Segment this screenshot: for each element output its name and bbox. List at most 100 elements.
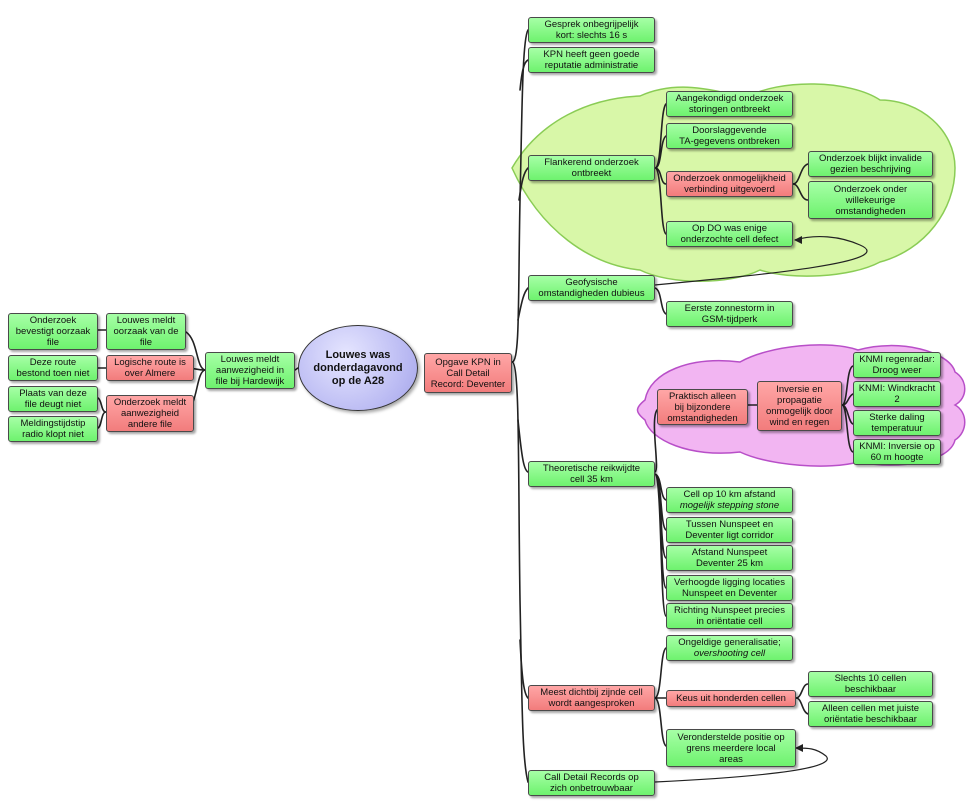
node-text-line: mogelijk stepping stone xyxy=(679,500,780,511)
node-text-line: Onderzoek onder xyxy=(833,183,908,195)
link-n35-n37 xyxy=(795,697,809,715)
node-text-line: Slechts 10 cellen xyxy=(834,673,907,684)
node-keus-honderden[interactable]: Keus uit honderden cellen xyxy=(666,690,796,707)
arrow-head-n38 xyxy=(795,744,803,752)
node-text-line: bij bijzondere xyxy=(674,401,731,413)
central-topic-line: op de A28 xyxy=(331,374,385,387)
node-text-line: Opgave KPN in xyxy=(435,356,501,368)
node-text-line: Onderzoek meldt xyxy=(113,397,187,408)
node-text-line: storingen ontbreekt xyxy=(688,104,771,115)
node-text-line: gezien beschrijving xyxy=(830,164,911,175)
node-text-line: omstandigheden dubieus xyxy=(538,288,645,299)
node-text-line: Louwes meldt xyxy=(220,354,280,365)
node-text-line: beschikbaar xyxy=(844,684,897,695)
node-text-line: Aangekondigd onderzoek xyxy=(675,93,784,104)
node-text-line: 2 xyxy=(894,394,900,405)
node-text-line: kort: slechts 16 s xyxy=(555,30,628,41)
link-n27-n22 xyxy=(653,409,658,473)
node-text-line: Praktisch alleen xyxy=(668,390,737,402)
node-text-line: zich onbetrouwbaar xyxy=(550,783,633,794)
crosslink-n19-n18 xyxy=(654,236,868,286)
node-text-line: Afstand Nunspeet xyxy=(691,547,768,558)
node-text-line: Plaats van deze xyxy=(19,388,87,399)
link-n15-n17 xyxy=(792,183,809,201)
node-text-line: Inversie en xyxy=(776,384,823,395)
node-text-line: 60 m hoogte xyxy=(870,452,924,463)
node-text-line: Onderzoek onmogelijkheid xyxy=(673,173,786,184)
node-text-line: Deze route xyxy=(29,357,77,368)
central-topic-line: Louwes was xyxy=(325,348,391,361)
node-ongeldige-generalisatie[interactable]: Ongeldige generalisatie;overshooting cel… xyxy=(666,635,793,661)
node-text-line: TA-gegevens ontbreken xyxy=(679,136,780,147)
node-text-line: radio klopt niet xyxy=(22,429,84,440)
link-trunk-n19 xyxy=(517,287,529,321)
link-n6-n5 xyxy=(97,397,107,413)
node-text-line: Flankerend onderzoek xyxy=(544,157,639,168)
link-n9-trunk-down xyxy=(511,361,529,783)
node-text-line: oorzaak van de xyxy=(113,326,179,337)
node-text-line: in oriëntatie cell xyxy=(696,616,763,627)
node-text-line: bevestigt oorzaak xyxy=(15,326,91,337)
node-text-line: file bij Hardewijk xyxy=(215,376,285,387)
node-text-line: Onderzoek xyxy=(29,315,77,326)
node-text-line: file xyxy=(139,337,153,348)
node-text-line: Logische route is xyxy=(114,357,186,368)
node-knmi-regenradar[interactable]: KNMI regenradar:Droog weer xyxy=(853,352,941,378)
node-text-line: temperatuur xyxy=(871,423,923,434)
crosslink-n39-n38 xyxy=(654,747,828,783)
node-text-line: GSM-tijdperk xyxy=(701,314,758,325)
central-topic[interactable]: Louwes was donderdagavond op de A28 xyxy=(298,325,418,411)
node-text-line: wind en regen xyxy=(769,417,830,428)
node-text-line: omstandigheden xyxy=(835,205,906,217)
node-text-line: Call Detail Records op xyxy=(544,772,639,783)
node-text-line: over Almere xyxy=(124,368,176,379)
link-n34-fan xyxy=(654,647,667,747)
node-text-line: Deventer ligt corridor xyxy=(685,530,774,541)
node-text-line: Richting Nunspeet precies xyxy=(674,605,785,616)
node-text-line: Ongeldige generalisatie; xyxy=(678,637,781,648)
node-text-line: wordt aangesproken xyxy=(548,698,635,709)
node-text-line: Droog weer xyxy=(872,365,922,376)
node-text-line: ontbreekt xyxy=(571,168,612,179)
arrow-head-n18 xyxy=(794,236,802,244)
node-text-line: file deugt niet xyxy=(24,399,82,410)
central-topic-line: donderdagavond xyxy=(313,361,403,374)
node-text-line: overshooting cell xyxy=(693,648,766,659)
